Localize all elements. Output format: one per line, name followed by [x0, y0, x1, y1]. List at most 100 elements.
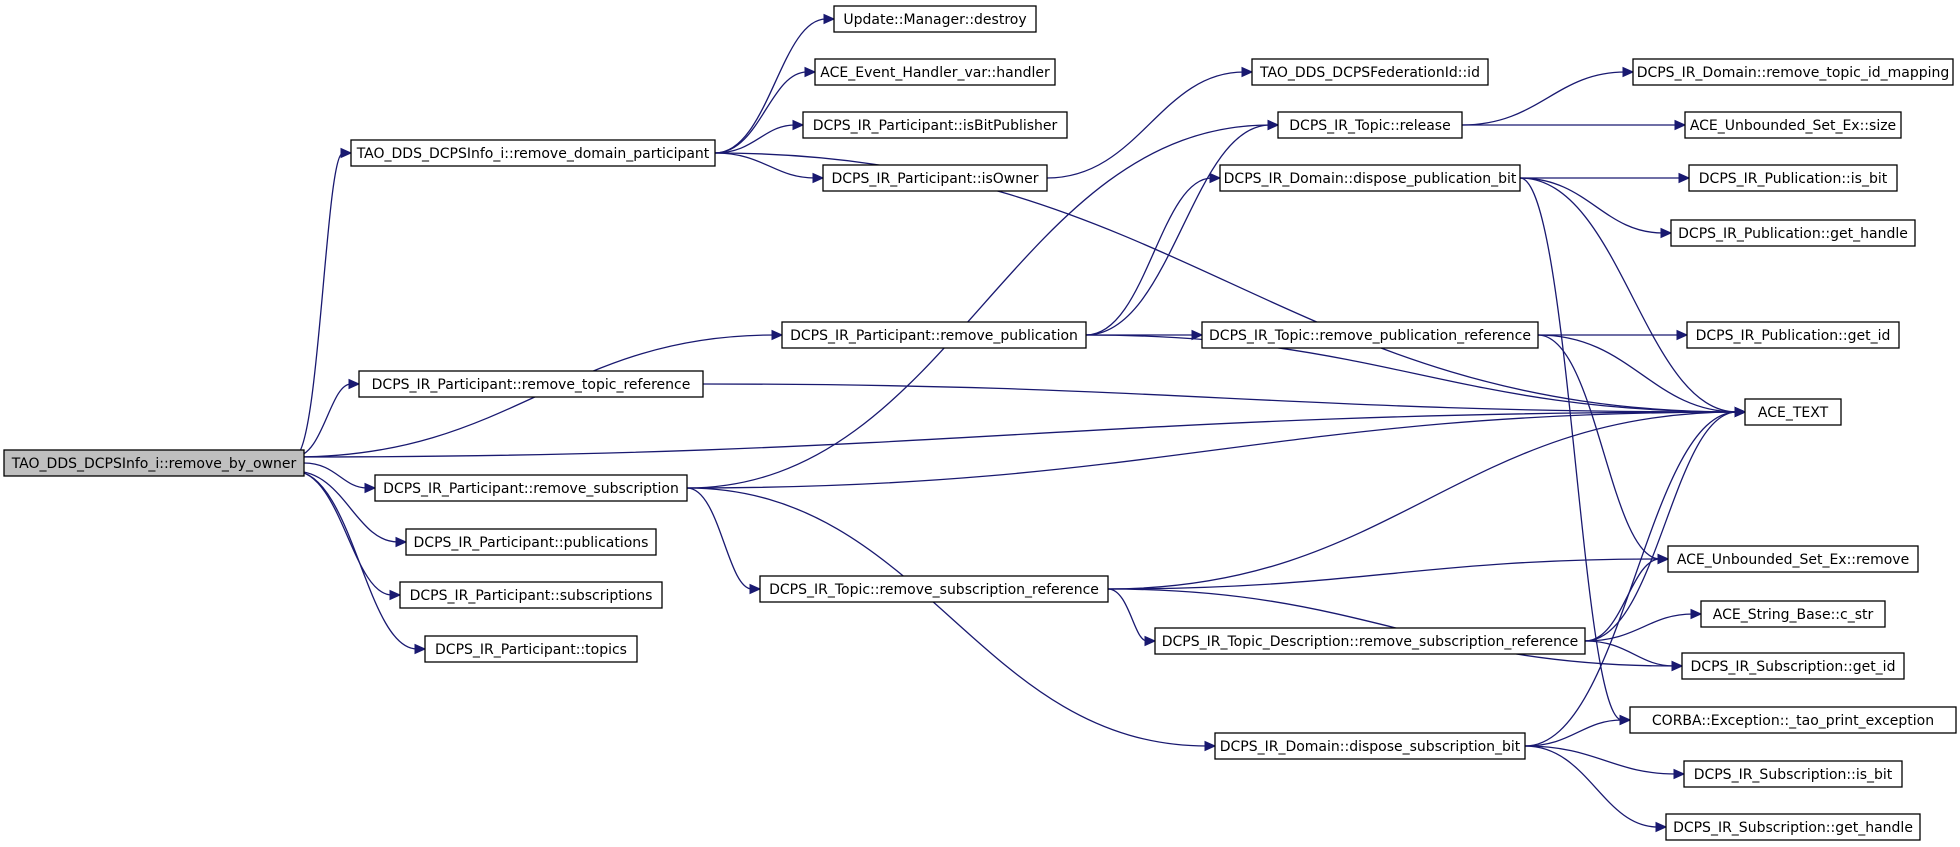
edge-line: [1046, 71, 1245, 179]
node-iso[interactable]: DCPS_IR_Participant::isOwner: [822, 164, 1048, 192]
edge-line: [702, 383, 1738, 413]
edge-dsb-to-text: [1524, 406, 1747, 747]
node-dsb[interactable]: DCPS_IR_Domain::dispose_subscription_bit: [1214, 732, 1526, 760]
node-label: DCPS_IR_Topic::remove_publication_refere…: [1209, 328, 1531, 344]
edge-rsub-to-rsr: [686, 487, 762, 595]
node-tdrsr[interactable]: DCPS_IR_Topic_Description::remove_subscr…: [1154, 627, 1586, 655]
edge-line: [686, 411, 1738, 489]
arrowhead: [1671, 660, 1684, 672]
arrowhead: [792, 119, 805, 131]
arrowhead: [1209, 172, 1222, 184]
arrowhead: [1657, 553, 1670, 565]
arrowhead: [1676, 329, 1689, 341]
node-label: DCPS_IR_Topic::release: [1289, 118, 1450, 134]
node-pgi[interactable]: DCPS_IR_Publication::get_id: [1686, 321, 1900, 349]
node-ibp[interactable]: DCPS_IR_Participant::isBitPublisher: [802, 111, 1068, 139]
node-label: DCPS_IR_Topic::remove_subscription_refer…: [769, 582, 1099, 598]
node-box: [781, 321, 1087, 349]
edge-rel-to-rtim: [1461, 66, 1635, 126]
node-rpub[interactable]: DCPS_IR_Participant::remove_publication: [781, 321, 1087, 349]
edge-line: [1461, 71, 1626, 126]
arrowhead: [1674, 119, 1687, 131]
node-box: [1277, 111, 1463, 139]
edge-line: [714, 71, 808, 154]
node-label: DCPS_IR_Publication::get_handle: [1678, 226, 1908, 242]
arrowhead: [1241, 66, 1254, 78]
edge-line: [1107, 588, 1148, 642]
node-box: [1744, 398, 1842, 426]
node-text[interactable]: ACE_TEXT: [1744, 398, 1842, 426]
edge-line: [1537, 334, 1661, 560]
node-sisb[interactable]: DCPS_IR_Subscription::is_bit: [1683, 760, 1903, 788]
node-aeh[interactable]: ACE_Event_Handler_var::handler: [814, 58, 1056, 86]
node-size[interactable]: ACE_Unbounded_Set_Ex::size: [1684, 111, 1902, 139]
edge-root-to-pubs: [293, 470, 408, 548]
edge-root-to-rsub: [303, 462, 377, 494]
arrowhead: [1191, 329, 1204, 341]
node-rtr[interactable]: DCPS_IR_Participant::remove_topic_refere…: [358, 370, 704, 398]
arrowhead: [395, 536, 408, 548]
node-box: [1681, 652, 1905, 680]
node-fid[interactable]: TAO_DDS_DCPSFederationId::id: [1251, 58, 1489, 86]
node-box: [814, 58, 1056, 86]
node-box: [350, 139, 716, 167]
node-box: [833, 5, 1037, 33]
node-box: [399, 581, 663, 609]
edge-rdp-to-ibp: [714, 119, 805, 154]
node-sgi[interactable]: DCPS_IR_Subscription::get_id: [1681, 652, 1905, 680]
node-pubs[interactable]: DCPS_IR_Participant::publications: [405, 528, 657, 556]
node-rdp[interactable]: TAO_DDS_DCPSInfo_i::remove_domain_partic…: [350, 139, 716, 167]
node-label: DCPS_IR_Participant::subscriptions: [410, 588, 653, 604]
arrowhead: [812, 172, 825, 184]
node-corba[interactable]: CORBA::Exception::_tao_print_exception: [1629, 706, 1957, 734]
edge-dpb-to-pgh: [1519, 177, 1673, 239]
node-box: [3, 449, 305, 477]
node-box: [802, 111, 1068, 139]
edge-rpr-to-urem: [1537, 334, 1670, 565]
node-sgh[interactable]: DCPS_IR_Subscription::get_handle: [1665, 813, 1921, 841]
edge-rtr-to-text: [702, 383, 1747, 418]
edge-line: [714, 152, 1738, 413]
edge-line: [1584, 613, 1694, 642]
node-box: [1670, 219, 1916, 247]
arrowhead: [1690, 608, 1703, 620]
edge-dpb-to-text: [1519, 177, 1747, 418]
node-rel[interactable]: DCPS_IR_Topic::release: [1277, 111, 1463, 139]
node-urem[interactable]: ACE_Unbounded_Set_Ex::remove: [1667, 545, 1919, 573]
node-tops[interactable]: DCPS_IR_Participant::topics: [424, 635, 638, 663]
node-box: [1219, 164, 1521, 192]
arrowhead: [1267, 119, 1280, 131]
edge-rdp-to-iso: [714, 152, 825, 184]
edge-line: [1524, 745, 1659, 828]
node-root[interactable]: TAO_DDS_DCPSInfo_i::remove_by_owner: [3, 449, 305, 477]
edge-line: [1584, 558, 1661, 642]
node-rsub[interactable]: DCPS_IR_Participant::remove_subscription: [374, 474, 688, 502]
node-label: DCPS_IR_Publication::get_id: [1696, 328, 1891, 344]
edge-root-to-tops: [293, 470, 427, 655]
arrowhead: [1204, 740, 1217, 752]
edge-root-to-rdp: [293, 147, 353, 458]
node-box: [424, 635, 638, 663]
node-pgh[interactable]: DCPS_IR_Publication::get_handle: [1670, 219, 1916, 247]
node-subs[interactable]: DCPS_IR_Participant::subscriptions: [399, 581, 663, 609]
edge-dsb-to-sgh: [1524, 745, 1668, 833]
node-rtim[interactable]: DCPS_IR_Domain::remove_topic_id_mapping: [1632, 58, 1954, 86]
edge-line: [686, 487, 1208, 747]
arrowhead: [389, 589, 402, 601]
node-dpb[interactable]: DCPS_IR_Domain::dispose_publication_bit: [1219, 164, 1521, 192]
node-label: DCPS_IR_Participant::isBitPublisher: [813, 118, 1058, 134]
node-box: [1665, 813, 1921, 841]
edge-line: [714, 152, 816, 179]
edge-line: [1107, 411, 1738, 590]
node-cstr[interactable]: ACE_String_Base::c_str: [1700, 600, 1886, 628]
edge-dsb-to-sisb: [1524, 745, 1686, 780]
arrowhead: [1619, 714, 1632, 726]
node-umd[interactable]: Update::Manager::destroy: [833, 5, 1037, 33]
arrowhead: [1144, 635, 1157, 647]
node-rsr[interactable]: DCPS_IR_Topic::remove_subscription_refer…: [759, 575, 1109, 603]
edge-line: [293, 411, 1738, 458]
node-pisb[interactable]: DCPS_IR_Publication::is_bit: [1688, 164, 1898, 192]
node-label: DCPS_IR_Subscription::get_handle: [1673, 820, 1913, 836]
node-box: [1686, 321, 1900, 349]
node-rpr[interactable]: DCPS_IR_Topic::remove_publication_refere…: [1201, 321, 1539, 349]
